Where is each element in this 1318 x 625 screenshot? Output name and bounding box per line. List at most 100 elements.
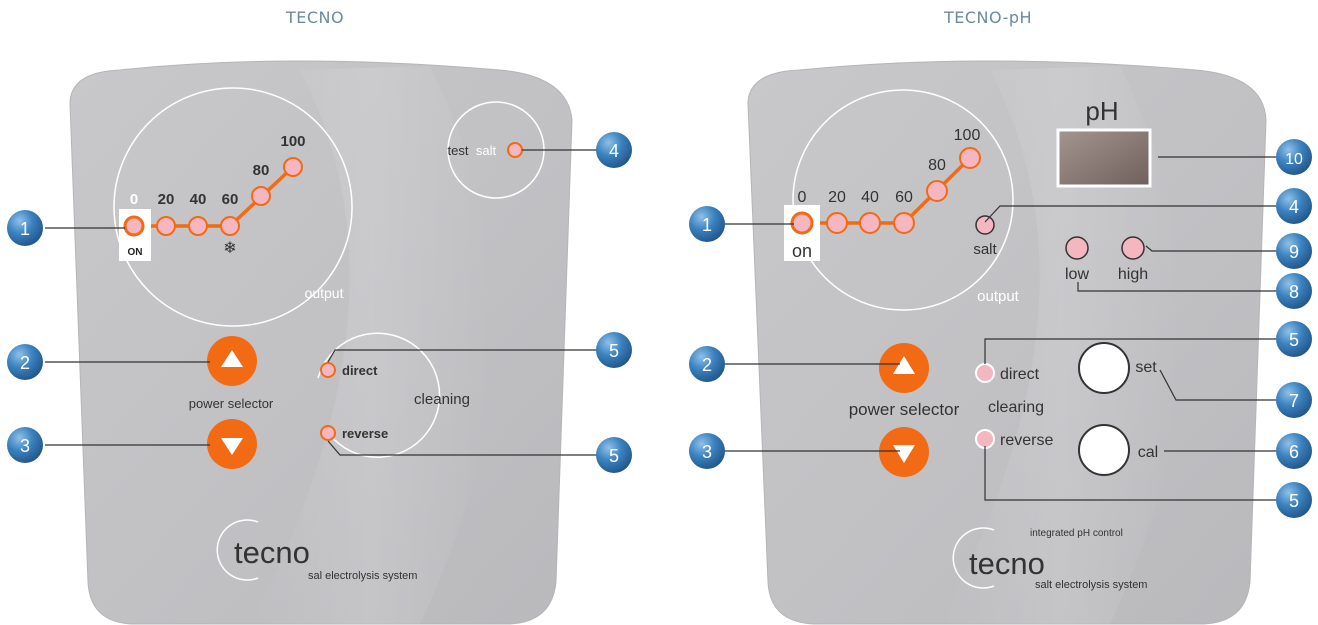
svg-text:2: 2: [702, 355, 712, 375]
output-label: output: [305, 285, 344, 301]
salt-label: salt: [973, 241, 997, 258]
cal-label: cal: [1138, 444, 1158, 461]
reverse-led: [320, 425, 336, 441]
left-callout-5b: 5: [596, 437, 632, 473]
led-100: [959, 147, 981, 169]
svg-text:1: 1: [702, 215, 712, 235]
right-panel-title: TECNO-pH: [944, 8, 1033, 27]
direct-label: direct: [1000, 366, 1040, 383]
on-label: ON: [128, 247, 143, 258]
output-dial-ring: [792, 89, 1014, 311]
led-60: [893, 212, 915, 234]
right-callout-6: 6: [1276, 433, 1312, 469]
left-callout-1: 1: [7, 210, 43, 246]
logo-tagline: salt electrolysis system: [1035, 579, 1147, 591]
right-control-panel: 0 20 40 60 80 100 on output salt pH low …: [747, 60, 1267, 625]
svg-text:9: 9: [1289, 242, 1299, 262]
svg-text:4: 4: [1289, 197, 1299, 217]
right-callout-8: 8: [1276, 273, 1312, 309]
scale-label-20: 20: [828, 189, 846, 206]
svg-text:2: 2: [20, 353, 30, 373]
led-40: [859, 212, 881, 234]
scale-label-40: 40: [190, 191, 207, 208]
svg-text:10: 10: [1285, 151, 1303, 168]
right-callout-2: 2: [689, 346, 725, 382]
led-40: [188, 216, 208, 236]
arrow-down-icon: [893, 445, 915, 463]
led-20: [156, 216, 176, 236]
direct-label: direct: [342, 363, 378, 378]
svg-text:4: 4: [609, 141, 619, 161]
low-label: low: [1065, 266, 1089, 283]
salt-led: [507, 142, 523, 158]
led-80: [926, 180, 948, 202]
svg-text:3: 3: [702, 442, 712, 462]
on-label: on: [792, 241, 812, 261]
scale-label-0: 0: [798, 189, 807, 206]
right-callout-10: 10: [1276, 139, 1312, 175]
logo-text: tecno: [234, 535, 310, 570]
svg-text:3: 3: [20, 436, 30, 456]
left-panel-title: TECNO: [286, 8, 345, 27]
arrow-up-icon: [221, 350, 243, 367]
right-callout-lines: [725, 156, 1276, 501]
left-callout-2: 2: [7, 344, 43, 380]
right-callout-5b: 5: [1276, 482, 1312, 518]
direct-led: [975, 363, 995, 383]
right-callout-5a: 5: [1276, 321, 1312, 357]
led-20: [826, 212, 848, 234]
set-button[interactable]: [1078, 342, 1130, 394]
cleaning-label: cleaning: [414, 391, 470, 408]
ph-display: [1056, 128, 1152, 188]
svg-text:5: 5: [609, 446, 619, 466]
reverse-label: reverse: [342, 426, 388, 441]
led-100: [283, 157, 303, 177]
scale-label-100: 100: [954, 127, 981, 144]
output-label: output: [977, 288, 1020, 305]
cal-button[interactable]: [1078, 424, 1130, 476]
right-callout-7: 7: [1276, 382, 1312, 418]
left-callout-3: 3: [7, 427, 43, 463]
scale-label-0: 0: [130, 191, 138, 208]
scale-label-20: 20: [158, 191, 175, 208]
arrow-down-icon: [221, 438, 243, 455]
svg-text:8: 8: [1289, 282, 1299, 302]
reverse-label: reverse: [1000, 432, 1053, 449]
power-selector-label: power selector: [849, 400, 960, 419]
low-led: [1065, 236, 1089, 260]
scale-label-60: 60: [895, 189, 913, 206]
right-callout-3: 3: [689, 433, 725, 469]
set-label: set: [1135, 359, 1157, 376]
high-led: [1121, 236, 1145, 260]
direct-led: [320, 362, 336, 378]
svg-text:1: 1: [20, 219, 30, 239]
scale-label-40: 40: [861, 189, 879, 206]
logo-text: tecno: [969, 546, 1045, 581]
svg-text:5: 5: [1289, 330, 1299, 350]
arrow-up-icon: [893, 356, 915, 374]
output-dial-ring: [113, 87, 353, 327]
left-callout-lines: [45, 149, 598, 456]
svg-text:7: 7: [1289, 391, 1299, 411]
ph-label: pH: [1085, 96, 1118, 126]
salt-label: salt: [476, 143, 497, 158]
cleaning-dial-ring: [317, 332, 441, 458]
led-0[interactable]: [790, 211, 814, 235]
test-label: test: [448, 143, 469, 158]
right-callout-1: 1: [689, 206, 725, 242]
salt-led: [975, 215, 995, 235]
logo-swirl-icon: [952, 527, 995, 589]
led-0[interactable]: [123, 215, 145, 237]
scale-label-80: 80: [253, 162, 270, 179]
right-callout-4: 4: [1276, 188, 1312, 224]
high-label: high: [1118, 266, 1148, 283]
scale-label-60: 60: [222, 191, 239, 208]
left-callout-5a: 5: [596, 332, 632, 368]
logo-tagline: sal electrolysis system: [308, 570, 417, 582]
right-callout-9: 9: [1276, 233, 1312, 269]
power-selector-label: power selector: [189, 396, 274, 411]
snowflake-icon: ❄: [223, 240, 236, 257]
logo-swirl-icon: [216, 519, 259, 581]
svg-text:6: 6: [1289, 442, 1299, 462]
svg-text:5: 5: [609, 341, 619, 361]
